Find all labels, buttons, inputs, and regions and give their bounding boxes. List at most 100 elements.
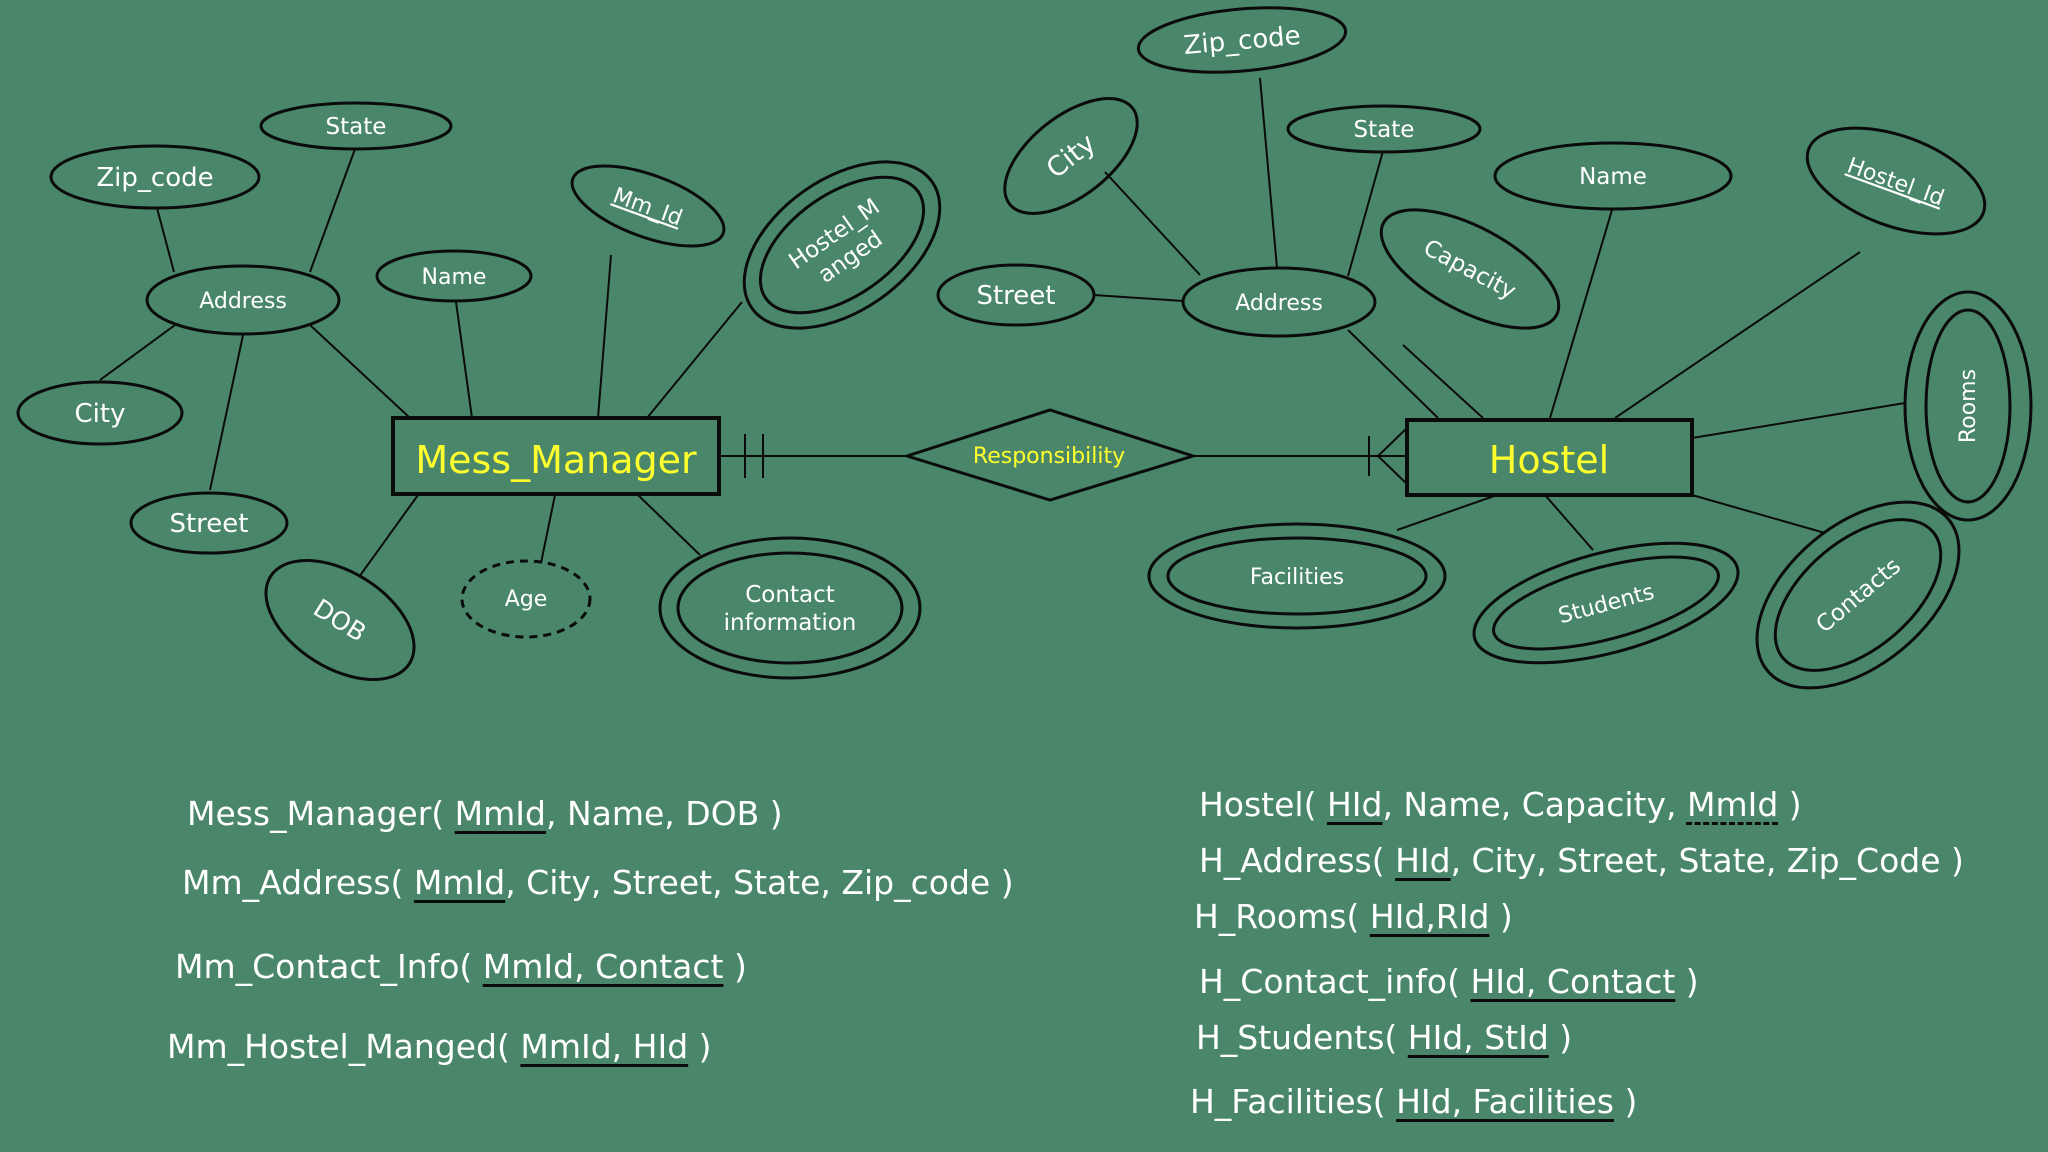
attr-h-name-shape — [1493, 141, 1733, 211]
attr-h-street-label: Street — [976, 281, 1055, 311]
schema-mm-hostel-manged: Mm_Hostel_Manged( MmId, HId ) — [166, 1027, 712, 1066]
attr-h-students-inner — [1492, 555, 1720, 651]
attr-h-capacity-label: Capacity — [1419, 235, 1520, 305]
edge-hostelmanaged-mm — [646, 301, 743, 419]
attr-h-students: Students — [1472, 541, 1740, 665]
attr-h-rooms-label: Rooms — [1956, 369, 1981, 443]
attr-h-city: City — [1003, 97, 1139, 215]
hostel-box — [1405, 418, 1694, 497]
edge-zip-h-address — [1259, 77, 1278, 269]
attr-mm-city-shape — [16, 380, 184, 446]
attr-h-city-label: City — [1041, 128, 1102, 185]
edge-state-address — [309, 148, 356, 273]
cardinality-marks — [744, 427, 1408, 485]
schema-h-rooms: H_Rooms( HId,RId ) — [1193, 897, 1513, 936]
attr-h-state: State — [1286, 104, 1482, 154]
attr-h-facilities: Facilities — [1147, 522, 1447, 630]
attr-mm-street: Street — [129, 491, 289, 555]
attr-h-hostel-id: Hostel_Id — [1805, 126, 1987, 236]
edge-mmid-mm — [597, 254, 612, 419]
attr-h-facilities-label: Facilities — [1250, 565, 1344, 590]
attr-h-contacts-inner — [1773, 518, 1943, 672]
hostel-crowfoot-lower — [1377, 455, 1408, 485]
attr-mm-state: State — [259, 101, 453, 151]
attr-mm-age-label: Age — [505, 587, 548, 612]
attr-mm-age: Age — [460, 559, 592, 639]
edge-students-hostel — [1544, 494, 1594, 551]
connector-lines — [99, 77, 1906, 578]
attr-mm-name-label: Name — [422, 265, 487, 290]
attr-h-city-shape — [1003, 97, 1139, 215]
entity-hostel: Hostel — [1405, 418, 1694, 497]
attr-h-state-shape — [1286, 104, 1482, 154]
attr-h-zip-code-label: Zip_code — [1182, 21, 1301, 61]
edge-h-address-hostel — [1347, 329, 1439, 419]
attr-mm-zip-code-shape — [49, 144, 261, 210]
attr-mm-hostel-managed-outer — [742, 160, 942, 330]
edge-street-address — [209, 334, 244, 491]
attr-mm-contact-label-1: Contact — [745, 582, 834, 608]
edge-city-address — [99, 324, 176, 381]
attr-mm-street-shape — [129, 491, 289, 555]
attr-h-capacity-shape — [1379, 208, 1561, 330]
attr-mm-id: Mm_Id — [570, 164, 726, 248]
attr-mm-dob-label: DOB — [308, 593, 371, 647]
schema-h-students: H_Students( HId, StId ) — [1195, 1018, 1573, 1057]
edge-zip-address — [156, 207, 175, 273]
mess-manager-label: Mess_Manager — [415, 438, 697, 482]
attr-h-address-label: Address — [1235, 291, 1323, 316]
attr-mm-zip-code: Zip_code — [49, 144, 261, 210]
attr-h-zip-code: Zip_code — [1136, 6, 1348, 74]
attr-mm-address-shape — [145, 264, 341, 336]
relationship-diamond — [902, 408, 1198, 502]
attr-mm-hostel-managed: Hostel_M anged — [742, 160, 942, 330]
edge-city-h-address — [1104, 171, 1201, 276]
mess-manager-box — [391, 416, 721, 496]
attr-mm-hostel-managed-inner — [758, 175, 926, 315]
schema-h-contact-info: H_Contact_info( HId, Contact ) — [1198, 962, 1699, 1001]
attr-h-street: Street — [936, 263, 1096, 327]
attr-h-contacts-outer — [1755, 500, 1961, 690]
attr-mm-city-label: City — [75, 399, 126, 429]
edge-name-mm — [455, 301, 473, 419]
schema-h-address: H_Address( HId, City, Street, State, Zip… — [1198, 841, 1964, 880]
edge-dob-mm — [358, 494, 419, 578]
attr-mm-contact-inner — [676, 551, 904, 665]
schema-mm-address: Mm_Address( MmId, City, Street, State, Z… — [181, 863, 1014, 902]
attr-h-facilities-inner — [1166, 536, 1428, 616]
attr-mm-name-shape — [375, 249, 533, 303]
hostel-crowfoot-upper — [1377, 427, 1408, 457]
attr-h-rooms-outer — [1903, 290, 2033, 522]
attr-h-name-label: Name — [1579, 164, 1647, 190]
attr-mm-state-label: State — [326, 114, 387, 140]
edge-stray — [1402, 344, 1484, 419]
edge-hostelid-hostel — [1614, 251, 1861, 419]
attr-h-name: Name — [1493, 141, 1733, 211]
attr-mm-contact-information: Contact information — [658, 536, 922, 680]
attr-h-hostel-id-label: Hostel_Id — [1844, 153, 1948, 211]
attr-mm-age-shape — [460, 559, 592, 639]
schema-mm-contact-info: Mm_Contact_Info( MmId, Contact ) — [174, 947, 747, 986]
edge-facilities-hostel — [1396, 494, 1498, 531]
attr-h-state-label: State — [1354, 117, 1415, 143]
attr-h-address: Address — [1181, 266, 1377, 338]
attr-h-zip-code-shape — [1136, 6, 1348, 74]
attr-h-street-shape — [936, 263, 1096, 327]
attr-h-students-label: Students — [1556, 580, 1657, 630]
attr-mm-name: Name — [375, 249, 533, 303]
edge-state-h-address — [1347, 150, 1384, 277]
entity-mess-manager: Mess_Manager — [391, 416, 721, 496]
edge-rooms-hostel — [1691, 402, 1906, 439]
attr-h-facilities-outer — [1147, 522, 1447, 630]
attr-mm-contact-outer — [658, 536, 922, 680]
relationship-label: Responsibility — [973, 444, 1125, 469]
attr-h-students-outer — [1472, 541, 1740, 665]
attr-h-rooms-inner — [1924, 308, 2012, 504]
attr-h-rooms: Rooms — [1903, 290, 2033, 522]
hostel-label: Hostel — [1489, 438, 1609, 482]
attr-h-capacity: Capacity — [1379, 208, 1561, 330]
edge-age-mm — [540, 494, 556, 564]
schema-hostel: Hostel( HId, Name, Capacity, MmId ) — [1198, 785, 1802, 824]
